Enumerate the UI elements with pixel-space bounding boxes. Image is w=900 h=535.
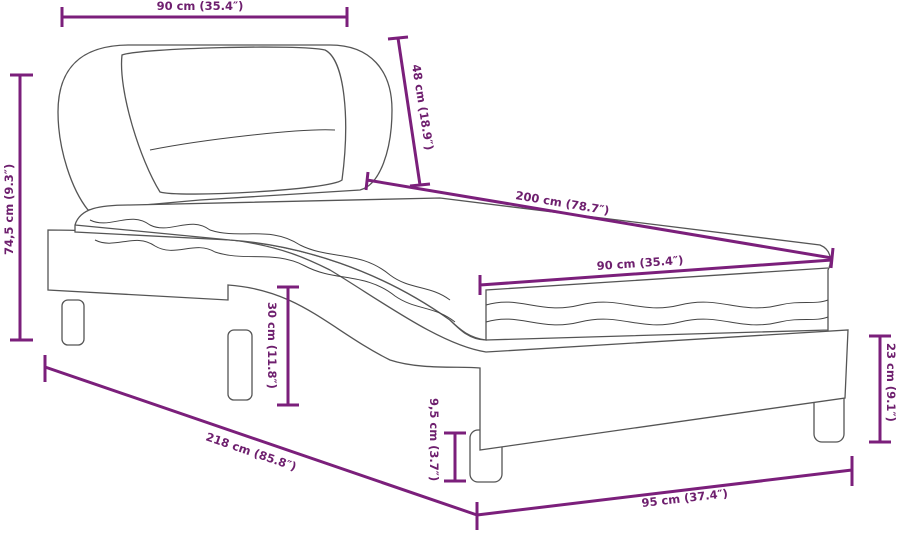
mattress-wave-front-2 — [485, 316, 829, 326]
mattress-wave-side-2 — [94, 239, 456, 323]
leg-back-left — [61, 299, 85, 346]
label-headboard-clearance: 30 cm (11.8″) — [265, 302, 279, 389]
dimension-total-width: 95 cm (37.4″) — [476, 456, 854, 517]
dimension-headboard-width: 90 cm (35.4″) — [60, 0, 349, 27]
bed-illustration — [47, 44, 849, 483]
label-headboard-width: 90 cm (35.4″) — [157, 0, 244, 13]
mattress-wave-side-1 — [89, 218, 451, 301]
dimension-frame-height: 23 cm (9.1″) — [869, 334, 898, 444]
cushion-seam — [149, 129, 336, 151]
dimension-mattress-width: 90 cm (35.4″) — [478, 253, 833, 295]
label-total-height: 74,5 cm (9.3″) — [2, 164, 16, 255]
mattress-top-edge — [74, 224, 829, 341]
dimension-total-height: 74,5 cm (9.3″) — [2, 73, 33, 342]
label-frame-height: 23 cm (9.1″) — [884, 343, 898, 422]
label-leg-height: 9,5 cm (3.7″) — [427, 398, 441, 481]
bed-frame — [47, 229, 849, 451]
headboard-cushion — [120, 46, 347, 195]
dimension-headboard-height: 48 cm (18.9″) — [387, 35, 436, 188]
leg-front-left — [227, 329, 253, 401]
dimension-headboard-clearance: 30 cm (11.8″) — [265, 285, 299, 407]
dimension-leg-height: 9,5 cm (3.7″) — [427, 398, 466, 483]
dimension-total-length: 218 cm (85.8″) — [43, 355, 479, 530]
mattress-wave-front-1 — [485, 299, 829, 309]
label-mattress-width: 90 cm (35.4″) — [596, 253, 684, 273]
